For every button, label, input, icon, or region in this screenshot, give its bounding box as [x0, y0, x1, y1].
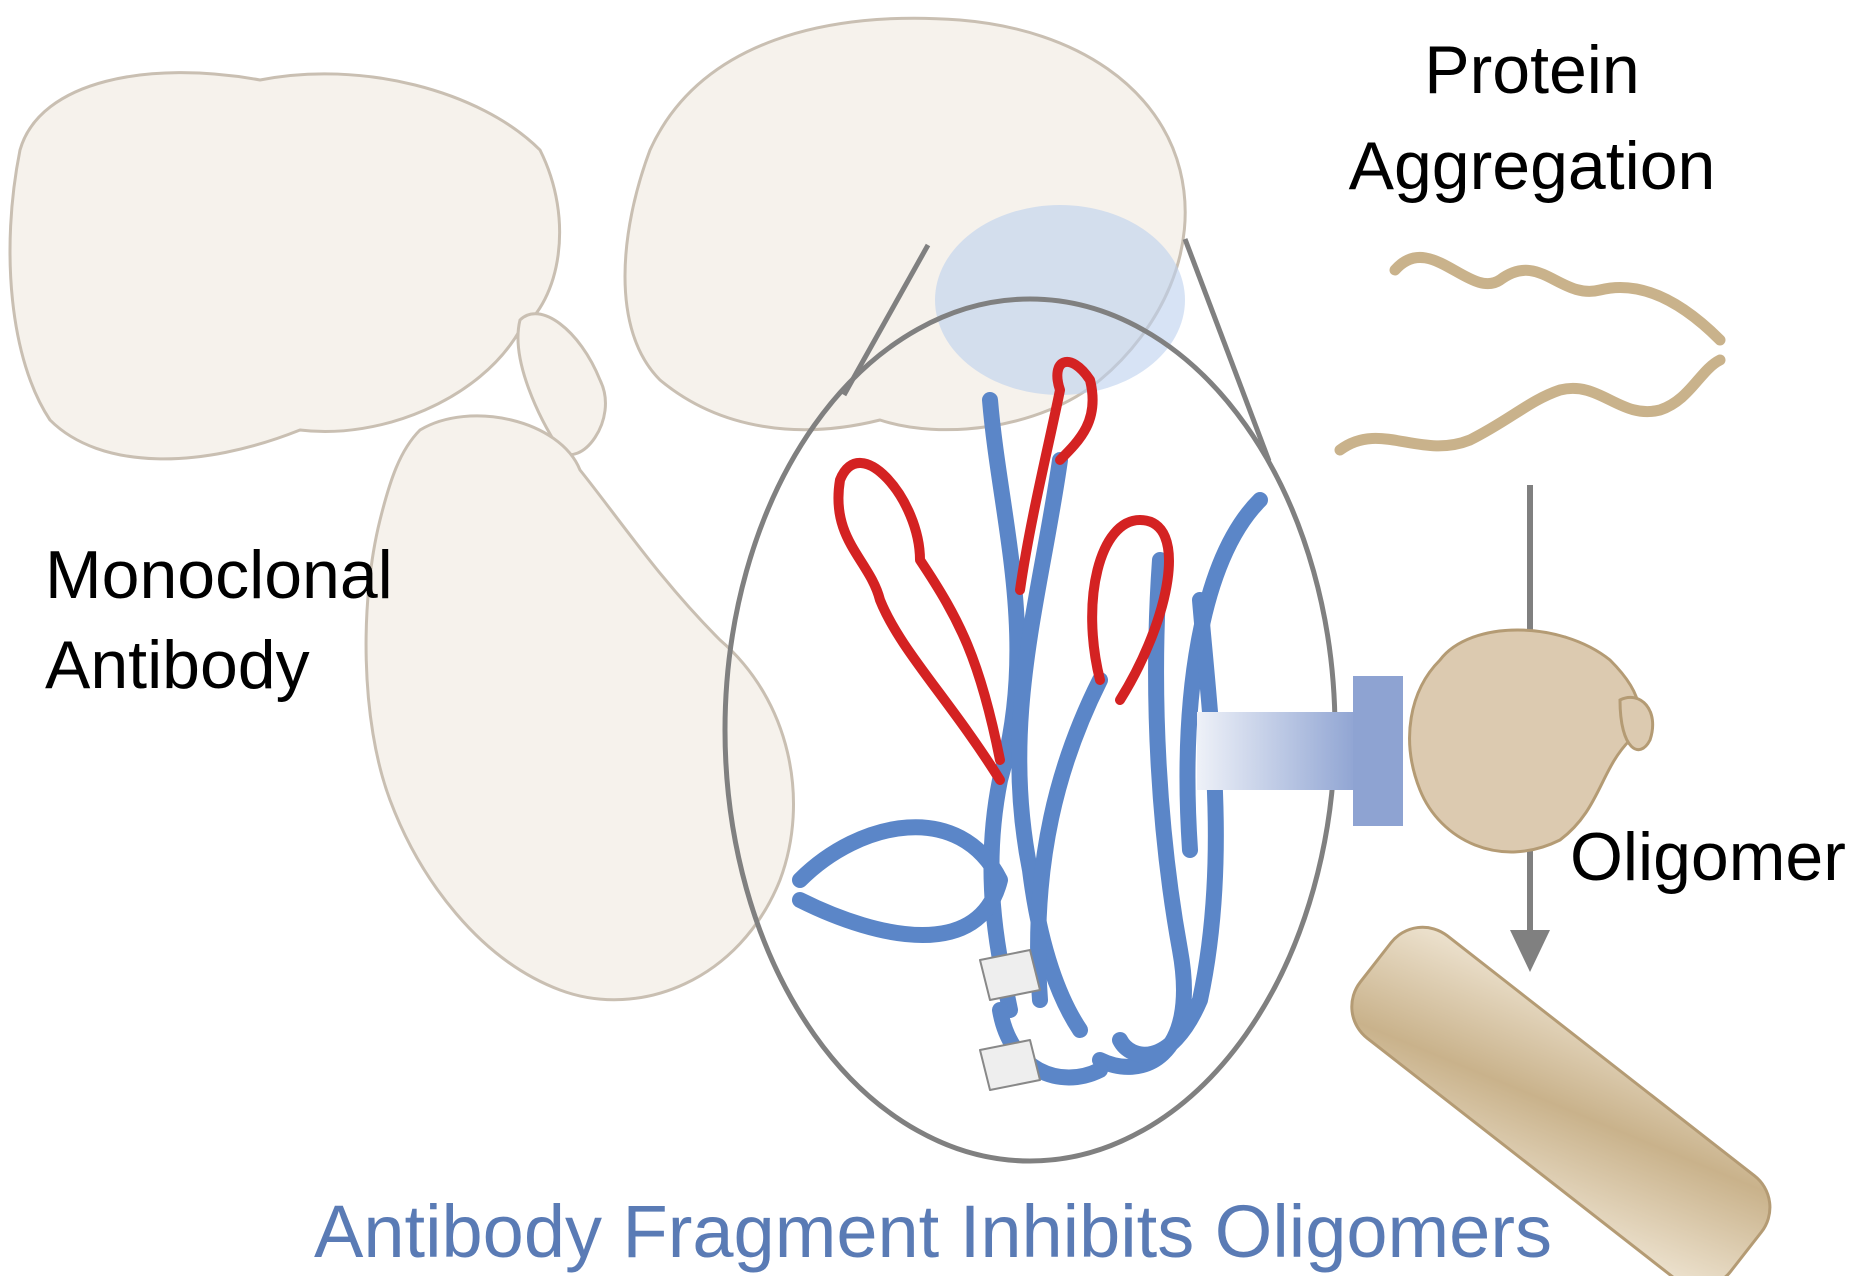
caption: Antibody Fragment Inhibits Oligomers	[314, 1190, 1552, 1273]
protein-aggregation-label: Protein	[1424, 32, 1639, 108]
zoom-lines	[841, 238, 1272, 462]
fibril	[1350, 925, 1772, 1276]
inhibition-symbol	[1197, 676, 1403, 826]
monoclonal-antibody-label: Antibody	[45, 627, 310, 703]
monoclonal-antibody-label: Monoclonal	[45, 537, 393, 613]
antibody-fragment-ribbon	[792, 356, 1268, 1091]
protein-aggregation-label: Aggregation	[1349, 128, 1716, 204]
oligomer-surface	[1408, 628, 1655, 854]
peptide-strands	[1334, 251, 1726, 456]
oligomer-label: Oligomer	[1570, 819, 1846, 895]
